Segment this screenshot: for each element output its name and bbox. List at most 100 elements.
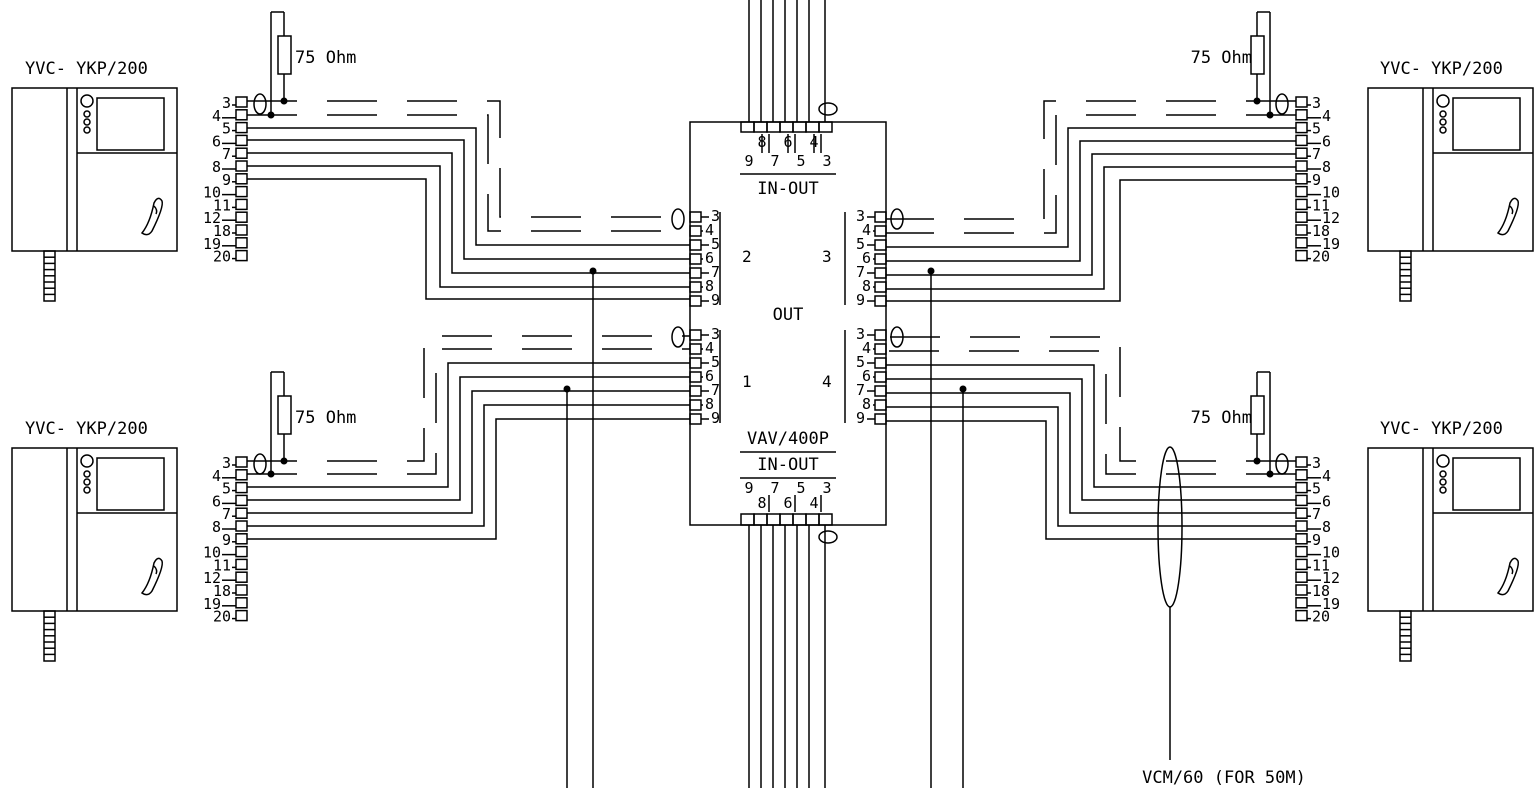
terminal-number: 7	[1312, 145, 1321, 163]
terminal-number: 9	[744, 152, 753, 170]
handset-icon	[1496, 197, 1520, 236]
terminal	[1295, 545, 1308, 558]
terminal	[235, 173, 248, 185]
terminal	[1295, 469, 1308, 481]
terminal-number: 6	[212, 132, 221, 150]
terminal-number: 6	[783, 133, 792, 151]
wire	[247, 376, 690, 501]
terminal	[1295, 571, 1308, 583]
coax-wire	[886, 350, 1296, 475]
terminal-number: 6	[705, 249, 714, 267]
port-number: 4	[822, 372, 832, 391]
terminal-number: 7	[856, 381, 865, 399]
shield-ellipse	[253, 93, 267, 115]
terminal	[235, 249, 248, 262]
terminal-number: 10	[1322, 184, 1340, 202]
terminal	[235, 533, 248, 545]
terminal-number: 6	[862, 249, 871, 267]
monitor-button	[1439, 126, 1447, 134]
terminal	[1295, 520, 1308, 532]
wire	[247, 139, 690, 260]
coax-wire	[886, 114, 1296, 234]
terminal-number: 20	[1312, 248, 1330, 266]
terminal-number: 4	[1322, 107, 1331, 125]
wire	[247, 390, 690, 514]
terminal	[235, 134, 248, 147]
handset-icon	[140, 197, 164, 236]
terminal-number: 3	[856, 325, 865, 343]
junction-dot	[267, 111, 275, 119]
terminal-number: 7	[711, 263, 720, 281]
terminal	[689, 295, 702, 307]
wire	[247, 165, 690, 288]
coax-wire	[247, 348, 690, 475]
terminal	[874, 399, 887, 411]
terminal	[874, 239, 887, 251]
terminal-number: 9	[856, 291, 865, 309]
terminal	[1295, 109, 1308, 121]
monitor-lens	[1436, 94, 1450, 108]
terminal	[689, 211, 702, 223]
terminal	[689, 253, 702, 265]
terminal	[1295, 224, 1308, 236]
terminal	[1295, 558, 1308, 571]
monitor-button	[1439, 478, 1447, 486]
monitor-button	[1439, 118, 1447, 126]
terminal	[740, 121, 755, 133]
terminal-number: 3	[856, 207, 865, 225]
wire	[247, 404, 690, 527]
terminal	[235, 185, 248, 198]
terminal-number: 9	[856, 409, 865, 427]
resistor-label: 75 Ohm	[1191, 408, 1252, 428]
terminal	[1295, 456, 1308, 468]
terminal-number: 8	[705, 395, 714, 413]
terminal	[1295, 237, 1308, 249]
monitor-screen	[96, 97, 165, 151]
terminal	[689, 225, 702, 237]
terminal-number: 8	[1322, 518, 1331, 536]
monitor-button	[1439, 470, 1447, 478]
terminal-number: 11	[1312, 556, 1330, 574]
terminal-number: 9	[222, 171, 231, 189]
terminal-number: 4	[705, 339, 714, 357]
terminal	[1295, 147, 1308, 159]
terminal	[689, 239, 702, 251]
terminal-number: 10	[1322, 544, 1340, 562]
junction-dot	[1253, 97, 1261, 105]
terminal-number: 3	[711, 207, 720, 225]
terminal-number: 10	[203, 184, 221, 202]
terminal-number: 8	[862, 395, 871, 413]
monitor-screen	[96, 457, 165, 511]
monitor-button	[1439, 110, 1447, 118]
terminal-number: 4	[212, 467, 221, 485]
terminal-number: 7	[222, 145, 231, 163]
terminal-number: 11	[1312, 196, 1330, 214]
resistor-label: 75 Ohm	[295, 48, 356, 68]
shield-ellipse	[890, 326, 904, 348]
resistor-75ohm	[1250, 35, 1265, 75]
terminal	[235, 507, 248, 519]
terminal	[689, 329, 702, 341]
resistor-label: 75 Ohm	[295, 408, 356, 428]
port-number: 1	[742, 372, 752, 391]
handset-icon	[1496, 557, 1520, 596]
monitor-button	[83, 110, 91, 118]
distributor-name: VAV/400P	[747, 429, 829, 449]
terminal-number: 12	[203, 569, 221, 587]
terminal	[235, 237, 248, 249]
terminal-number: 3	[1312, 94, 1321, 112]
terminal-number: 7	[711, 381, 720, 399]
terminal-number: 5	[711, 353, 720, 371]
terminal-number: 19	[1322, 595, 1340, 613]
terminal	[235, 121, 248, 134]
shield-ellipse	[671, 208, 685, 230]
terminal	[1295, 96, 1308, 108]
terminal	[1295, 211, 1308, 223]
terminal-number: 8	[757, 133, 766, 151]
terminal-number: 19	[1322, 235, 1340, 253]
terminal	[805, 121, 820, 133]
terminal-number: 9	[1312, 171, 1321, 189]
terminal-number: 4	[862, 221, 871, 239]
terminal	[766, 513, 781, 526]
terminal	[874, 225, 887, 237]
